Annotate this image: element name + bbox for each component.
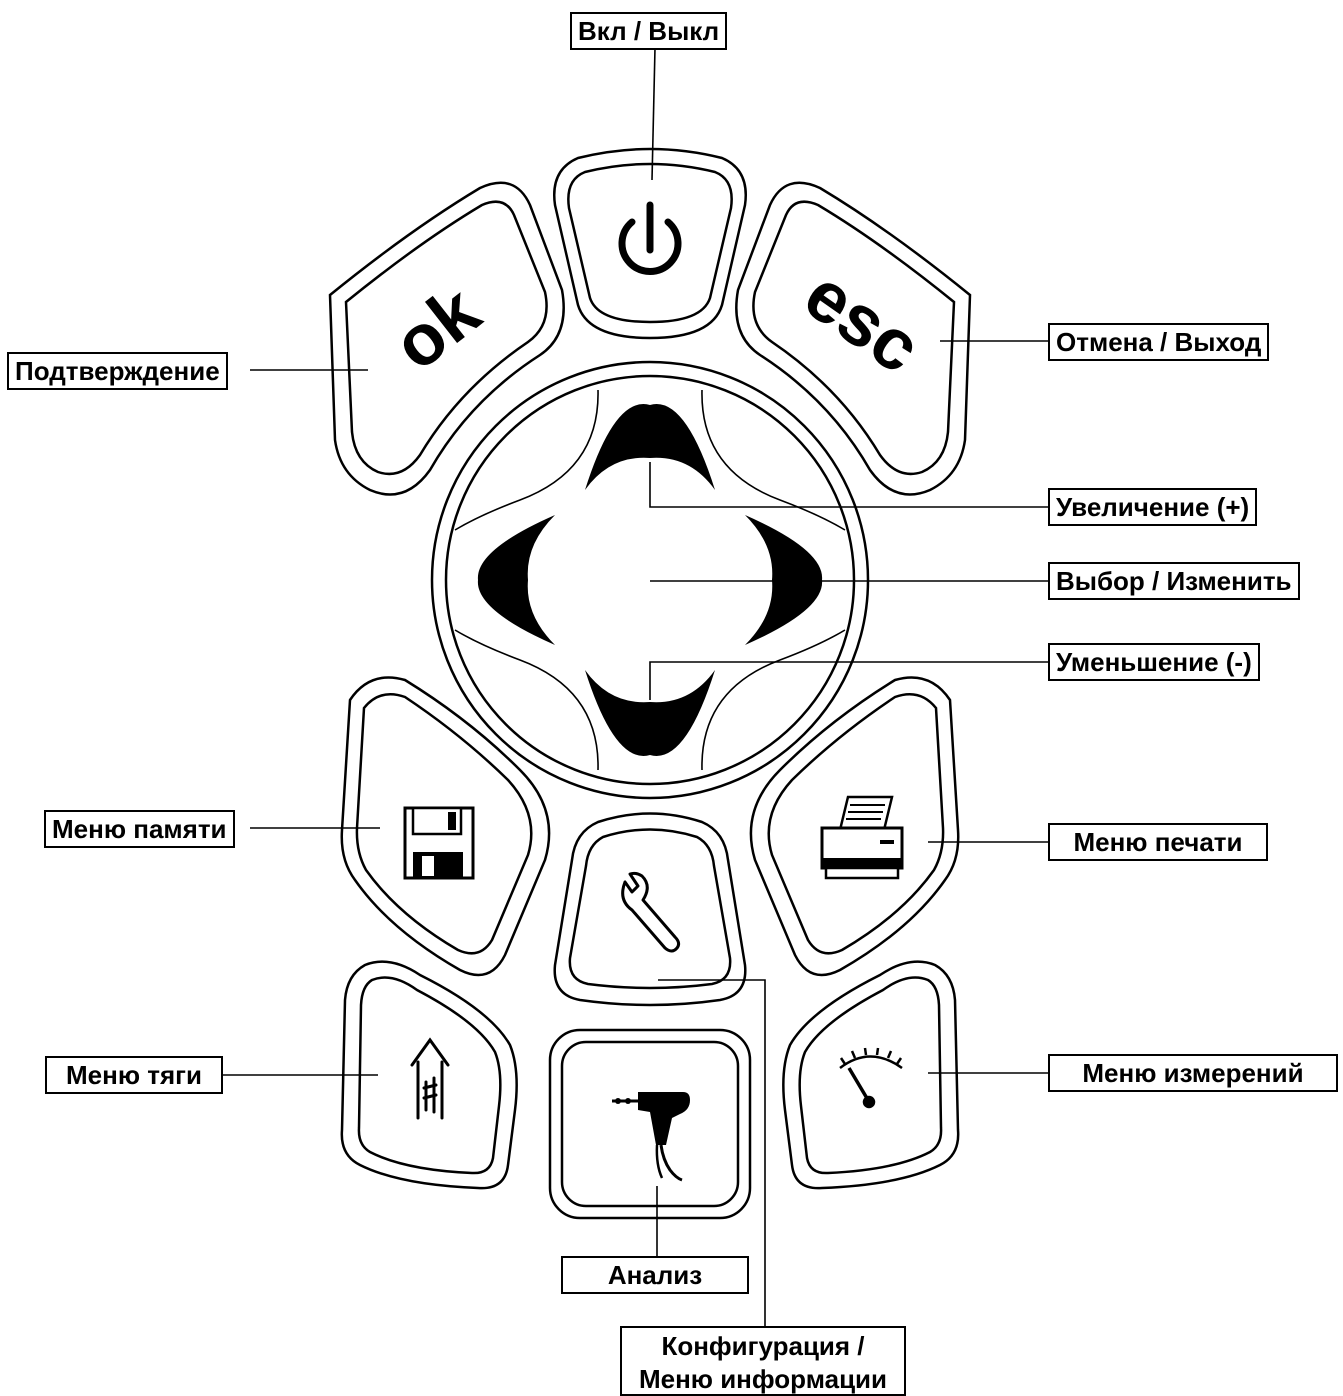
right-arrow-icon [745, 515, 823, 645]
probe-icon [612, 1092, 690, 1182]
label-config: Конфигурация / Меню информации [620, 1326, 906, 1396]
leader-lines [222, 47, 1048, 1326]
measure-button[interactable] [782, 960, 960, 1190]
right-arrow-button[interactable] [745, 515, 823, 645]
label-decrease: Уменьшение (-) [1048, 643, 1260, 681]
power-icon [618, 201, 682, 275]
down-arrow-button[interactable] [585, 670, 715, 756]
draught-arrow-icon [410, 1037, 450, 1120]
label-config-line1: Конфигурация / [661, 1331, 865, 1361]
label-analysis: Анализ [561, 1256, 749, 1294]
power-button[interactable] [553, 147, 747, 340]
wrench-icon [621, 871, 681, 953]
printer-icon [820, 795, 904, 880]
label-memory: Меню памяти [44, 810, 235, 848]
memory-button[interactable] [340, 676, 551, 977]
ok-button[interactable]: ok [328, 181, 565, 496]
label-select: Выбор / Изменить [1048, 562, 1300, 600]
label-print: Меню печати [1048, 823, 1268, 861]
gauge-icon [839, 1047, 903, 1109]
label-confirm: Подтверждение [7, 352, 228, 390]
floppy-disk-icon [403, 806, 475, 880]
up-arrow-icon [585, 404, 715, 490]
label-power: Вкл / Выкл [570, 12, 728, 50]
down-arrow-icon [585, 670, 715, 756]
print-button[interactable] [749, 676, 960, 977]
label-measure: Меню измерений [1048, 1054, 1338, 1092]
label-draught: Меню тяги [45, 1056, 223, 1094]
label-cancel: Отмена / Выход [1048, 323, 1270, 361]
label-config-line2: Меню информации [638, 1364, 888, 1394]
left-arrow-button[interactable] [477, 515, 555, 645]
esc-button[interactable]: esc [735, 181, 972, 496]
left-arrow-icon [477, 515, 555, 645]
analysis-button[interactable] [548, 1028, 752, 1220]
config-button[interactable] [553, 812, 747, 1007]
draught-button[interactable] [340, 960, 518, 1190]
navigation-pad [430, 360, 870, 800]
up-arrow-button[interactable] [585, 404, 715, 490]
label-increase: Увеличение (+) [1048, 488, 1258, 526]
